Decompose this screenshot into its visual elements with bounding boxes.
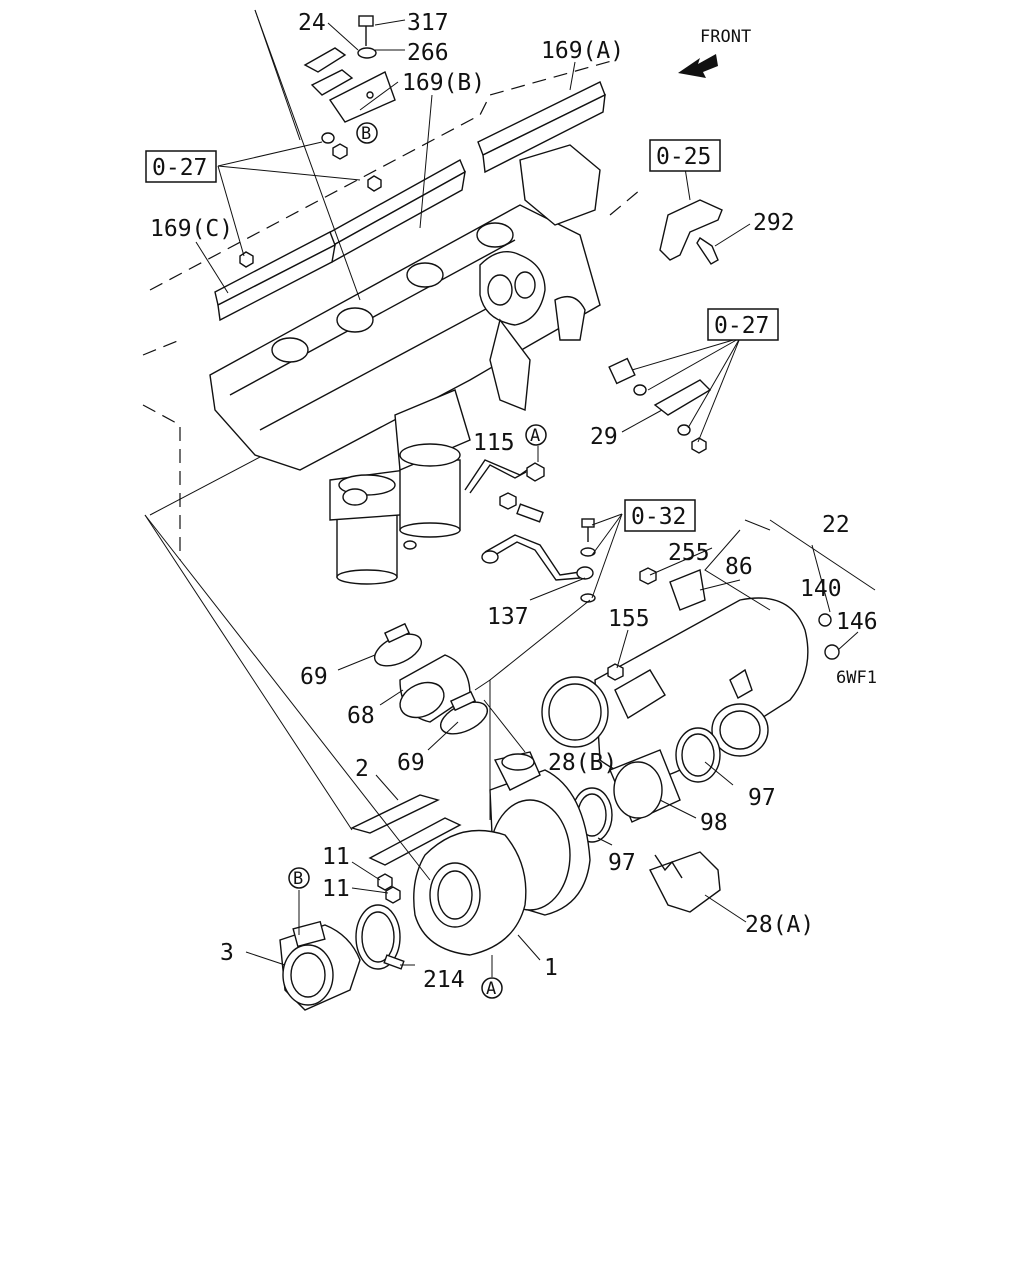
- label-155: 155: [608, 606, 650, 632]
- label-169c: 169(C): [150, 216, 233, 242]
- label-1: 1: [544, 955, 558, 981]
- marker-a-bottom: A: [486, 979, 496, 999]
- oil-filter-right: [394, 389, 471, 550]
- marker-b-bottom: B: [293, 869, 303, 889]
- label-68: 68: [347, 703, 375, 729]
- marker-a-circle-top: [525, 424, 547, 446]
- label-69-upper: 69: [300, 664, 328, 690]
- label-28b: 28(B): [548, 750, 617, 776]
- ref-box-0-32: [624, 499, 696, 532]
- gasket-2: [350, 794, 462, 866]
- hose-68: [399, 654, 471, 723]
- label-11-upper: 11: [322, 844, 350, 870]
- bracket-29: [608, 357, 712, 454]
- marker-a-circle-bottom: [481, 977, 503, 999]
- label-292: 292: [753, 210, 795, 236]
- label-140: 140: [800, 576, 842, 602]
- marker-a-top: A: [530, 426, 540, 446]
- clamp-214: [355, 904, 405, 970]
- label-266: 266: [407, 40, 449, 66]
- label-24: 24: [298, 10, 326, 36]
- label-115: 115: [473, 430, 515, 456]
- label-2: 2: [355, 756, 369, 782]
- oil-filter-left: [329, 469, 406, 585]
- hose-98: [609, 749, 681, 823]
- label-146: 146: [836, 609, 878, 635]
- label-3: 3: [220, 940, 234, 966]
- turbocharger: [413, 751, 591, 956]
- clamp-69-lower: [439, 690, 489, 735]
- label-22: 22: [822, 512, 850, 538]
- label-28a: 28(A): [745, 912, 814, 938]
- clamp-69-upper: [373, 622, 423, 667]
- heat-shield-169a: [477, 81, 606, 174]
- diagram-code: 6WF1: [836, 668, 877, 688]
- nut-11: [377, 873, 401, 904]
- clamp-97-upper: [675, 727, 721, 783]
- oil-pipe-115: [464, 459, 545, 523]
- front-label: FRONT: [700, 27, 751, 47]
- heat-protector-28a: [649, 851, 721, 913]
- leader-lines: [144, 9, 876, 977]
- ref-0-27-lower: 0-27: [714, 313, 769, 339]
- exhaust-manifold: [209, 144, 601, 471]
- ref-0-32: 0-32: [631, 504, 686, 530]
- marker-b-circle-top: [356, 122, 378, 144]
- ref-box-0-27-lower: [707, 308, 779, 341]
- ref-0-25: 0-25: [656, 144, 711, 170]
- label-29: 29: [590, 424, 618, 450]
- label-317: 317: [407, 10, 449, 36]
- label-97-upper: 97: [748, 785, 776, 811]
- bolt-317: [357, 15, 377, 59]
- ref-0-27-upper: 0-27: [152, 155, 207, 181]
- ref-box-0-25: [649, 139, 721, 172]
- label-97-lower: 97: [608, 850, 636, 876]
- elbow-3: [279, 920, 361, 1011]
- label-11-lower: 11: [322, 876, 350, 902]
- label-69-lower: 69: [397, 750, 425, 776]
- marker-b-circle-bottom: [288, 867, 310, 889]
- bracket-0-25: [659, 199, 723, 261]
- label-169b: 169(B): [402, 70, 485, 96]
- heat-shield-169c: [214, 231, 336, 322]
- label-86: 86: [725, 554, 753, 580]
- marker-b-top: B: [361, 124, 371, 144]
- label-98: 98: [700, 810, 728, 836]
- front-arrow-icon: [678, 54, 718, 78]
- label-214: 214: [423, 967, 465, 993]
- label-137: 137: [487, 604, 529, 630]
- bracket-266: [303, 47, 396, 123]
- label-255: 255: [668, 540, 710, 566]
- label-169a: 169(A): [541, 38, 624, 64]
- bolt-292: [696, 237, 719, 265]
- nut-top: [239, 132, 382, 268]
- ref-box-0-27-upper: [145, 150, 217, 183]
- inlet-pipe-22: [541, 567, 840, 779]
- oil-pipe-137: [481, 518, 596, 603]
